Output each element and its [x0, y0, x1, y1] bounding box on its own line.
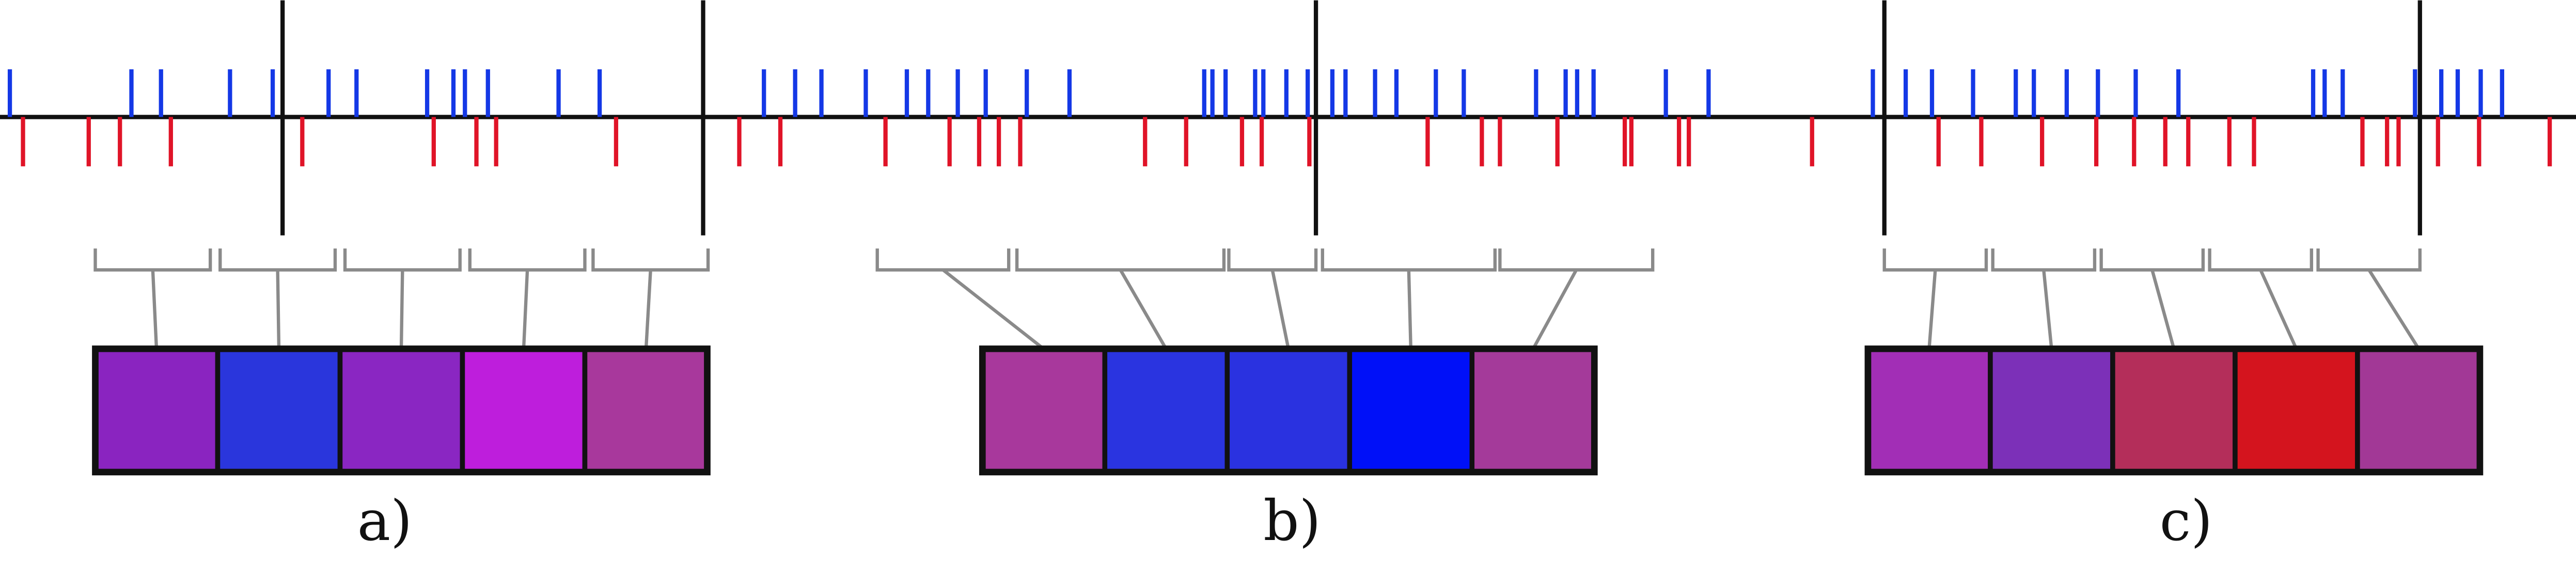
bin-bracket — [468, 248, 587, 272]
panel-label-c: c) — [2159, 489, 2213, 553]
bin-connector — [1531, 269, 1578, 350]
bin-bracket — [1498, 248, 1655, 272]
bin-connector — [399, 270, 404, 349]
bin-connector — [276, 270, 281, 349]
bin-bracket — [875, 248, 1011, 272]
bin-connector — [1270, 269, 1290, 349]
bin-bracket — [2099, 248, 2205, 272]
panel-label-b: b) — [1263, 489, 1321, 553]
bin-bracket — [343, 248, 462, 272]
bin-bracket — [2316, 248, 2422, 272]
color-cell — [337, 346, 465, 475]
color-cell — [1347, 346, 1475, 475]
bin-bracket — [1227, 248, 1318, 272]
color-strip-frame — [979, 345, 1598, 475]
bin-connector — [1927, 270, 1937, 349]
color-cell — [582, 346, 710, 475]
bin-bracket — [1882, 248, 1988, 272]
color-cell — [980, 346, 1108, 475]
color-strip-frame — [92, 345, 711, 475]
color-strip-frame — [1864, 345, 2484, 475]
color-cell — [1988, 346, 2115, 475]
bin-connector — [1407, 270, 1412, 349]
color-cell — [460, 346, 588, 475]
bin-bracket — [591, 248, 710, 272]
color-cell — [215, 346, 343, 475]
bin-bracket — [1991, 248, 2097, 272]
bin-bracket — [2208, 248, 2314, 272]
bin-connector — [522, 270, 529, 349]
bin-connector — [1119, 269, 1168, 350]
color-cell — [1102, 346, 1230, 475]
bin-bracket — [1321, 248, 1497, 272]
panel-label-a: a) — [357, 489, 413, 553]
bin-connector — [2367, 269, 2421, 350]
color-cell — [1865, 346, 1993, 475]
bin-connector — [2042, 269, 2053, 349]
color-cell — [2355, 346, 2483, 475]
bin-connector — [942, 268, 1045, 350]
color-cell — [2233, 346, 2360, 475]
bin-connector — [644, 270, 652, 349]
color-cell — [2110, 346, 2238, 475]
color-cell — [1224, 346, 1353, 475]
bin-bracket — [218, 248, 337, 272]
color-cell — [1469, 346, 1597, 475]
bin-connector — [2259, 269, 2298, 350]
bin-bracket — [1015, 248, 1226, 272]
color-cell — [92, 346, 221, 475]
bin-connector — [151, 270, 159, 349]
bin-bracket — [93, 248, 212, 272]
bin-connector — [2150, 269, 2176, 349]
